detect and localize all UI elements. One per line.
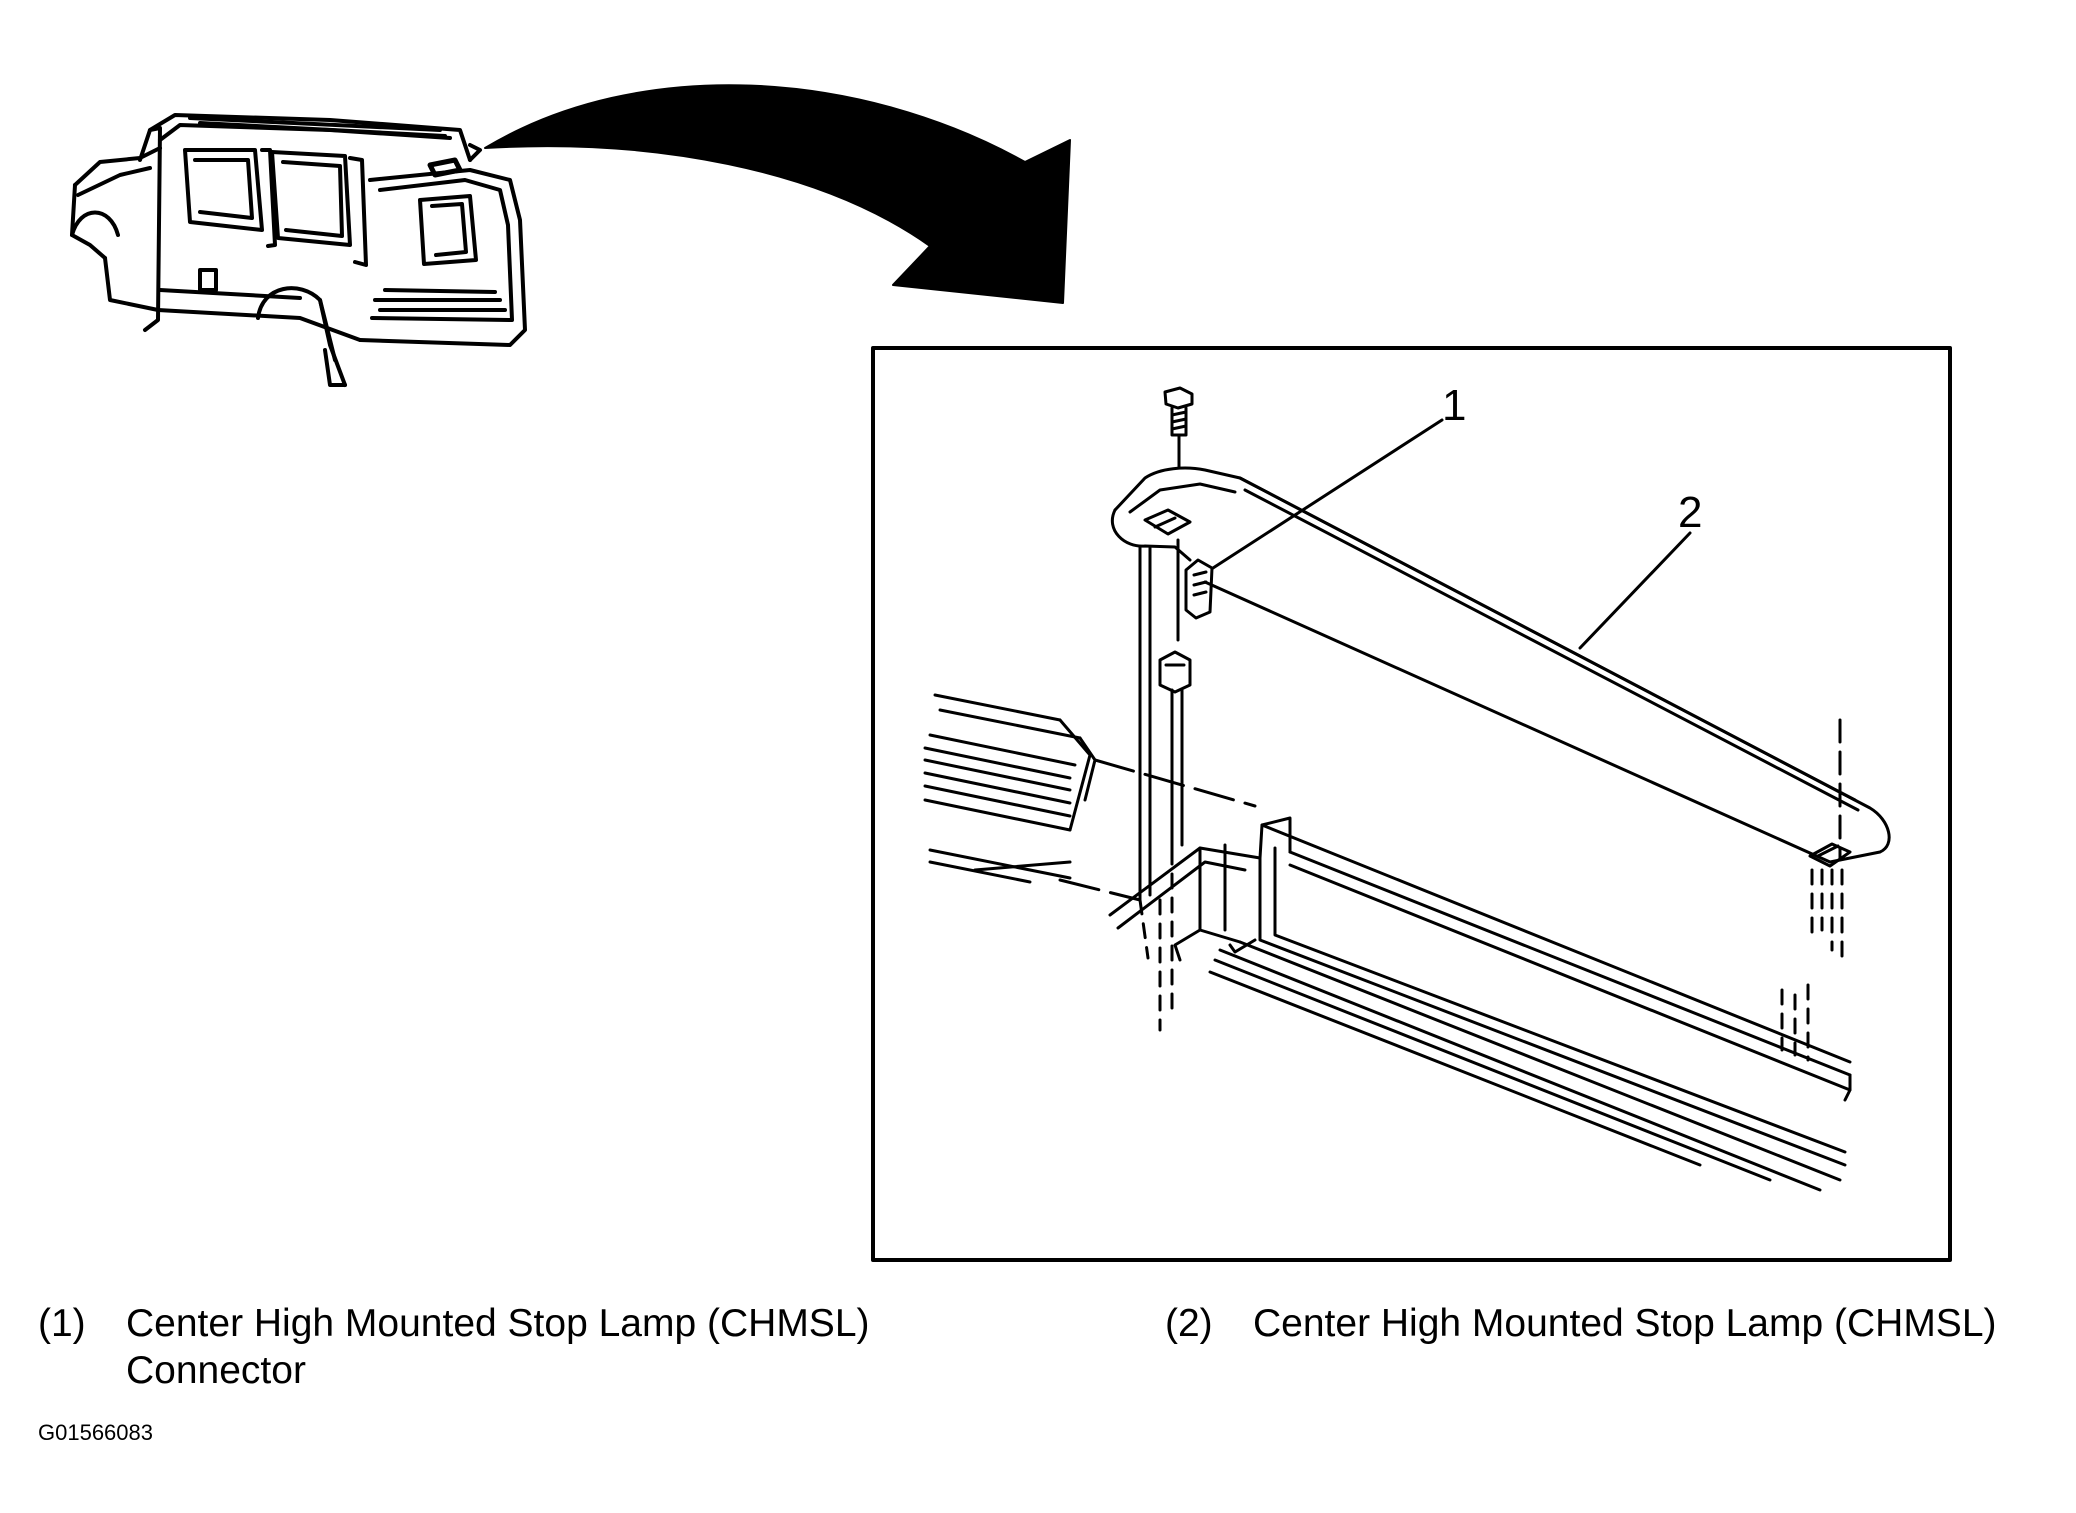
screw-fastener bbox=[1163, 386, 1194, 470]
legend-label-line: Connector bbox=[126, 1349, 306, 1392]
legend-label: Center High Mounted Stop Lamp (CHMSL) Co… bbox=[126, 1300, 870, 1394]
callout-1: 1 bbox=[1442, 381, 1466, 430]
pointer-arrow bbox=[484, 84, 1071, 304]
figure-code: G01566083 bbox=[38, 1420, 153, 1445]
leader-line-2 bbox=[1578, 531, 1692, 650]
leader-line-1 bbox=[1211, 418, 1444, 570]
chmsl-connector bbox=[1158, 558, 1214, 694]
harness-leads bbox=[1138, 538, 1184, 1032]
legend-number: (2) bbox=[1165, 1302, 1213, 1345]
legend-number: (1) bbox=[38, 1302, 86, 1345]
roof-header-panel bbox=[923, 693, 1852, 1192]
legend-label-line: Center High Mounted Stop Lamp (CHMSL) bbox=[126, 1302, 870, 1345]
chmsl-detail-illustration bbox=[923, 386, 1891, 1192]
detail-inset-frame bbox=[871, 346, 1952, 1262]
callout-2: 2 bbox=[1678, 488, 1702, 537]
vehicle-locator-illustration bbox=[70, 113, 527, 387]
legend-label: Center High Mounted Stop Lamp (CHMSL) bbox=[1253, 1302, 1997, 1345]
chmsl-lamp-housing bbox=[1110, 466, 1891, 868]
